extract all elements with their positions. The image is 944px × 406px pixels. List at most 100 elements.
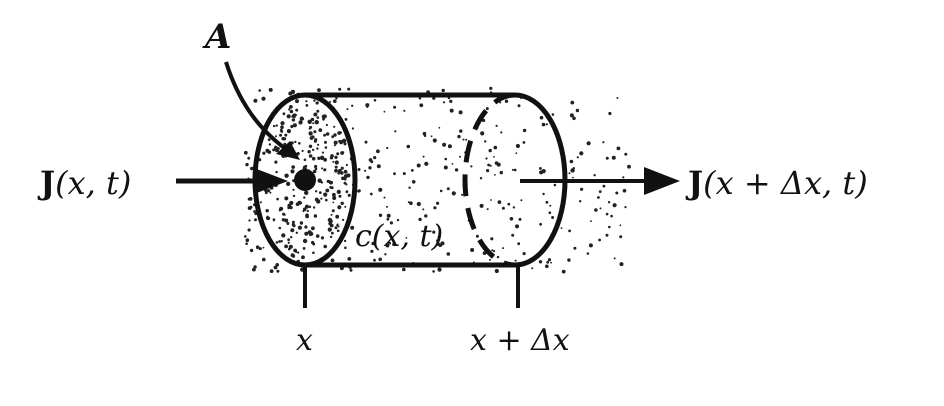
stipple-dot [316, 147, 319, 150]
stipple-dot [308, 144, 313, 148]
stipple-dot [438, 243, 443, 247]
stipple-dot [284, 244, 288, 249]
stipple-dot [311, 240, 315, 245]
stipple-dot [286, 114, 291, 119]
stipple-dot [403, 109, 406, 112]
stipple-dot [446, 187, 450, 191]
stipple-dot [331, 231, 334, 235]
stipple-dot [342, 218, 345, 221]
stipple-dot [329, 181, 332, 184]
stipple-dot [418, 217, 422, 222]
stipple-dot [490, 199, 492, 201]
stipple-dot [303, 196, 306, 199]
stipple-dot [295, 202, 300, 206]
stipple-dot [539, 167, 542, 170]
stipple-dot [451, 163, 454, 165]
stipple-dot [274, 160, 278, 164]
stipple-dot [388, 241, 391, 245]
stipple-dot [295, 231, 298, 234]
stipple-dot [280, 121, 285, 126]
stipple-dot [488, 148, 492, 153]
stipple-dot [405, 237, 408, 239]
stipple-dot [594, 208, 598, 212]
stipple-dot [299, 221, 304, 225]
stipple-dot [441, 88, 445, 93]
stipple-dot [607, 201, 611, 204]
stipple-dot [315, 234, 320, 238]
stipple-dot [292, 123, 297, 128]
stipple-dot [334, 155, 338, 159]
stipple-dot [284, 173, 289, 178]
stipple-dot [624, 152, 628, 156]
stipple-dot [336, 189, 341, 194]
stipple-dot [258, 247, 262, 251]
stipple-dot [247, 156, 251, 160]
stipple-dot [304, 231, 309, 236]
stipple-dot [378, 213, 383, 217]
stipple-dot [276, 197, 279, 201]
stipple-dot [442, 101, 446, 104]
stipple-dot [599, 207, 602, 210]
stipple-dot [311, 148, 315, 152]
stipple-dot [286, 129, 291, 134]
stipple-dot [499, 170, 503, 175]
stipple-dot [280, 240, 283, 243]
stipple-dot [287, 241, 290, 244]
stipple-dot [269, 191, 272, 194]
stipple-dot [541, 122, 546, 127]
stipple-dot [336, 152, 340, 156]
stipple-dot [497, 200, 502, 205]
stipple-dot [272, 219, 275, 222]
stipple-dot [349, 268, 353, 272]
stipple-dot [309, 125, 313, 129]
area-pointer-arrowhead [276, 141, 300, 160]
stipple-dot [619, 224, 622, 227]
stipple-dot [323, 157, 327, 162]
stipple-dot [346, 108, 349, 111]
stipple-dot [294, 140, 297, 144]
stipple-dot [531, 267, 534, 270]
stipple-dot [616, 146, 621, 151]
stipple-dot [262, 246, 265, 249]
stipple-dot [597, 196, 600, 199]
stipple-dot [284, 133, 288, 137]
stipple-dot [289, 200, 294, 206]
stipple-dot [265, 209, 269, 213]
stipple-dot [302, 238, 308, 244]
stipple-dot [249, 248, 254, 253]
stipple-dot [275, 241, 279, 244]
stipple-dot [292, 115, 296, 119]
stipple-dot [512, 206, 516, 209]
stipple-dot [340, 151, 344, 155]
stipple-dot [312, 251, 315, 255]
stipple-dot [598, 238, 601, 242]
stipple-dot [313, 214, 318, 218]
stipple-dot [386, 205, 388, 208]
stipple-dot [593, 174, 596, 177]
area-point-dot [294, 169, 316, 191]
stipple-dot [480, 131, 485, 136]
stipple-dot [613, 257, 616, 260]
stipple-dot [338, 194, 342, 198]
stipple-dot [323, 192, 328, 197]
stipple-dot [302, 209, 305, 213]
flux-out-symbol: J [685, 164, 703, 202]
stipple-dot [438, 126, 441, 129]
flux-out-label: J(x + Δx, t) [685, 164, 868, 202]
stipple-dot [289, 206, 293, 210]
stipple-dot [576, 156, 579, 159]
stipple-dot [522, 128, 527, 133]
stipple-dot [490, 237, 494, 241]
stipple-dot [308, 131, 313, 136]
stipple-dot [545, 200, 549, 204]
stipple-dot [588, 243, 593, 248]
stipple-dot [329, 186, 333, 189]
stipple-dot [449, 99, 453, 103]
stipple-dot [433, 206, 437, 210]
stipple-dot [344, 205, 347, 208]
stipple-dot [542, 192, 545, 196]
stipple-dot [243, 150, 248, 155]
stipple-dot [376, 164, 381, 169]
stipple-dot [344, 118, 348, 121]
stipple-dot [520, 199, 523, 202]
